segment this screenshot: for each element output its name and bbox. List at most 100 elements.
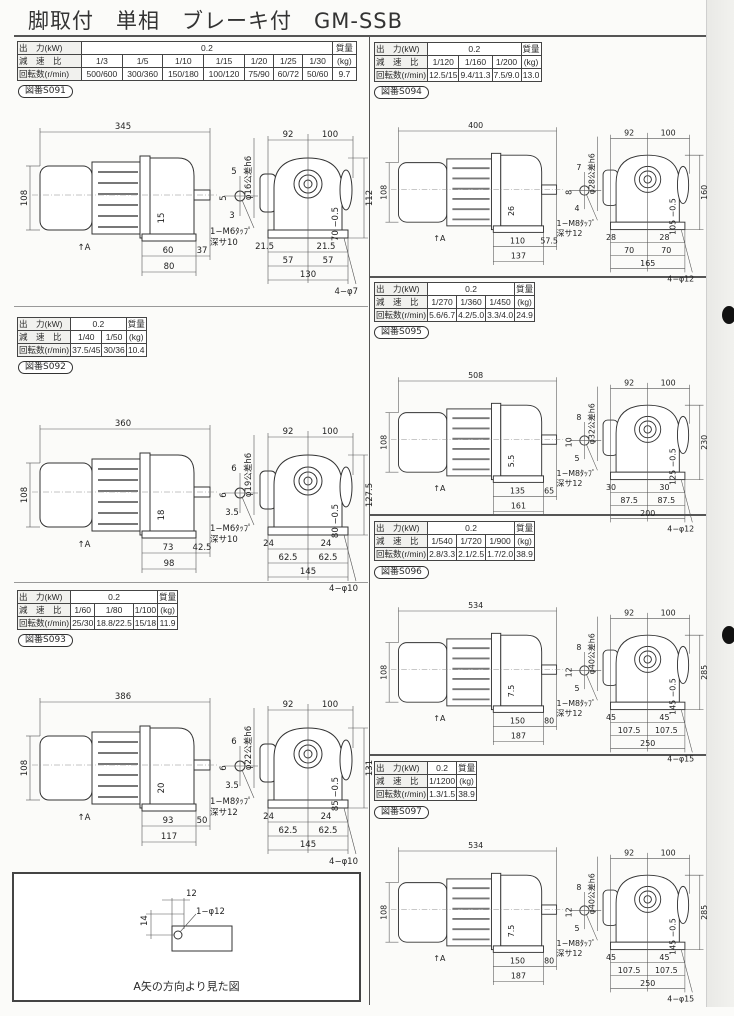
- dim-key-offset: 5: [575, 454, 580, 463]
- mounting-base: [141, 803, 197, 812]
- dim-key-height: 12: [564, 907, 573, 917]
- dim-end-edge: 24: [321, 539, 332, 549]
- mass-unit: (kg): [125, 330, 147, 344]
- hole-leader: [680, 709, 693, 753]
- speed-header: 回転数(r/min): [16, 67, 83, 81]
- tap-leader: [586, 914, 598, 941]
- ratio-cell: 1/270: [427, 295, 458, 309]
- speed-cell: 1.7/2.0: [485, 547, 516, 561]
- figure-number-label: 図番S096: [374, 566, 429, 579]
- dim-center-height: 85 −0.5: [331, 777, 341, 811]
- dim-end-total: 250: [640, 979, 655, 988]
- dim-key-height: 8: [564, 190, 573, 195]
- dim-overall-length: 534: [468, 841, 483, 850]
- dim-end-left: 92: [624, 129, 634, 138]
- dim-end-height: 112: [365, 190, 375, 206]
- tap-depth: 深サ12: [557, 479, 583, 488]
- dim-base-a: 150: [510, 957, 525, 966]
- tap-leader: [586, 444, 598, 471]
- dim-motor-height: 108: [379, 665, 388, 680]
- shaft-tolerance: φ32公差h6: [587, 403, 597, 444]
- speed-header: 回転数(r/min): [373, 68, 429, 82]
- mount-holes-spec: 4−φ7: [334, 287, 358, 297]
- dim-end-right: 100: [322, 427, 338, 437]
- dim-end-left: 92: [624, 849, 634, 858]
- dim-key-height: 6: [219, 765, 229, 770]
- dim-center-height: 125 −0.5: [669, 448, 678, 485]
- dim-shaft-center: 18: [157, 510, 167, 521]
- ratio-header: 減 速 比: [16, 54, 83, 68]
- tap-spec: 1−M8ﾀｯﾌﾟ: [557, 469, 596, 478]
- dim-end-total: 145: [300, 840, 316, 850]
- dim-key-offset: 3: [229, 211, 234, 221]
- dim-end-half: 57: [323, 256, 334, 266]
- speed-header: 回転数(r/min): [373, 308, 429, 322]
- speed-cell: 2.8/3.3: [427, 547, 458, 561]
- section-divider: [370, 514, 706, 516]
- dim-key-width: 5: [231, 167, 236, 177]
- ratio-cell: 1/20: [243, 54, 275, 68]
- dim-end-left: 92: [283, 427, 294, 437]
- mount-holes-spec: 4−φ10: [329, 584, 358, 594]
- tap-depth: 深サ12: [557, 229, 583, 238]
- tap-spec: 1−M6ﾀｯﾌﾟ: [210, 524, 252, 534]
- dim-end-half: 62.5: [279, 826, 298, 836]
- ratio-header: 減 速 比: [373, 774, 429, 788]
- ratio-cell: 1/25: [273, 54, 304, 68]
- dim-shaft-center: 15: [157, 213, 167, 224]
- dim-key-height: 12: [564, 667, 573, 677]
- fan-cover: [39, 462, 93, 528]
- dim-key-width: 6: [231, 737, 236, 747]
- hole-leader: [179, 913, 197, 933]
- hole-leader: [343, 807, 357, 855]
- dim-base-total: 98: [164, 559, 175, 569]
- ratio-cell: 1/540: [427, 534, 458, 548]
- dim-key-offset: 3.5: [225, 508, 239, 518]
- brake-flange: [139, 452, 151, 536]
- gear-housing: [500, 154, 543, 227]
- brake-flange: [490, 152, 502, 231]
- power-header: 出 力(kW): [373, 42, 429, 56]
- figure-number-label: 図番S092: [18, 361, 73, 374]
- gear-housing: [149, 727, 195, 805]
- dim-motor-height: 108: [379, 185, 388, 200]
- dim-end-half: 107.5: [655, 726, 678, 735]
- hole-spec: 1−φ12: [196, 907, 225, 917]
- section-divider: [14, 582, 368, 583]
- dim-center-height: 105 −0.5: [669, 198, 678, 235]
- dim-key-width: 6: [231, 464, 236, 474]
- power-header: 出 力(kW): [16, 590, 72, 604]
- dim-end-right: 100: [661, 849, 676, 858]
- ratio-cell: 1/10: [162, 54, 205, 68]
- dim-key-offset: 5: [575, 684, 580, 693]
- dim-width: 12: [186, 889, 197, 899]
- dim-overall-length: 360: [115, 419, 131, 429]
- mass-header: 質量: [514, 521, 536, 535]
- mount-holes-spec: 4−φ10: [329, 857, 358, 867]
- dim-shaft-center: 5.5: [507, 455, 516, 468]
- tap-spec: 1−M8ﾀｯﾌﾟ: [557, 699, 596, 708]
- column-divider: [369, 37, 370, 1005]
- gear-housing: [149, 157, 195, 235]
- figure-number-label: 図番S091: [18, 85, 73, 98]
- speed-header: 回転数(r/min): [16, 616, 72, 630]
- dim-end-edge: 45: [659, 953, 669, 962]
- dim-end-edge: 45: [606, 953, 616, 962]
- section-divider: [370, 276, 706, 278]
- dim-key-height: 5: [219, 195, 229, 200]
- hole-leader: [680, 479, 693, 523]
- terminal-box: [676, 885, 690, 925]
- title-rule: [14, 35, 706, 37]
- mounting-base: [492, 945, 545, 953]
- dim-end-half: 87.5: [658, 496, 676, 505]
- mass-value: 24.9: [514, 308, 536, 322]
- speed-cell: 50/60: [302, 67, 333, 81]
